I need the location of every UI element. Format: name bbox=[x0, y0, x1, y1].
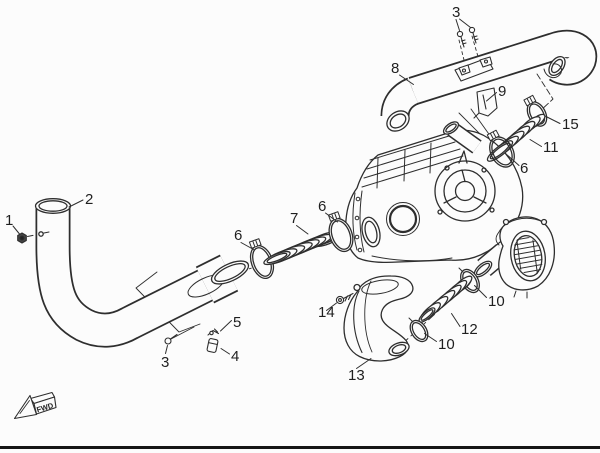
callout-7: 7 bbox=[290, 210, 298, 227]
housing-bottom-seam bbox=[371, 255, 453, 262]
callout-3-bottom: 3 bbox=[161, 354, 169, 371]
clamp-part-6-right bbox=[486, 129, 515, 168]
coupler-end bbox=[187, 254, 250, 304]
bolt-part-14 bbox=[335, 292, 354, 305]
callout-12: 12 bbox=[461, 321, 478, 338]
callout-labels: 1 2 3 3 4 5 6 6 6 7 8 9 10 10 11 12 13 1… bbox=[5, 4, 579, 384]
callout-leaders bbox=[12, 18, 561, 369]
callout-15: 15 bbox=[562, 116, 579, 133]
callout-2: 2 bbox=[85, 191, 93, 208]
intake-pipe-part-2 bbox=[34, 198, 250, 348]
callout-10-lower: 10 bbox=[438, 336, 455, 353]
cvt-cover-circle bbox=[434, 150, 496, 222]
bolts-part-3-top bbox=[456, 26, 479, 48]
callout-1: 1 bbox=[5, 212, 13, 229]
mount-strap bbox=[495, 217, 544, 246]
boot-part-11 bbox=[486, 113, 546, 162]
nut-part-1 bbox=[17, 232, 34, 244]
callout-3-top: 3 bbox=[452, 4, 460, 21]
blower-grille bbox=[508, 230, 548, 282]
intake-port bbox=[361, 216, 381, 248]
saddle-clamp-plate bbox=[454, 56, 494, 82]
clip-part-5 bbox=[207, 328, 220, 336]
front-port-hole bbox=[386, 202, 420, 236]
callout-6-left: 6 bbox=[234, 227, 242, 244]
bellows-part-12 bbox=[418, 275, 473, 323]
bracket-part-9 bbox=[473, 87, 498, 119]
pipe-bolt-hole bbox=[38, 231, 44, 237]
callout-6-mid: 6 bbox=[318, 198, 326, 215]
left-flange bbox=[352, 190, 365, 253]
callout-8: 8 bbox=[391, 60, 399, 77]
callout-14: 14 bbox=[318, 304, 335, 321]
callout-9: 9 bbox=[498, 83, 506, 100]
callout-5: 5 bbox=[233, 314, 241, 331]
callout-10-upper: 10 bbox=[488, 293, 505, 310]
duct-part-13 bbox=[343, 275, 414, 362]
bottom-rule bbox=[0, 446, 600, 449]
fwd-direction-icon: FWD bbox=[13, 391, 57, 420]
intake-tube-part-8 bbox=[380, 26, 598, 132]
blower-housing bbox=[473, 216, 556, 299]
cooling-fins bbox=[361, 135, 464, 189]
plug-part-4 bbox=[206, 338, 219, 353]
engine-housing bbox=[344, 121, 524, 264]
callout-4: 4 bbox=[231, 348, 239, 365]
callout-6-right: 6 bbox=[520, 160, 528, 177]
bolt-part-3-bottom bbox=[164, 333, 178, 345]
engine-inlet-stub bbox=[442, 121, 482, 154]
callout-13: 13 bbox=[348, 367, 365, 384]
hook-tab bbox=[543, 63, 562, 79]
clamp-part-10-lower bbox=[408, 317, 429, 343]
callout-11: 11 bbox=[543, 139, 559, 156]
